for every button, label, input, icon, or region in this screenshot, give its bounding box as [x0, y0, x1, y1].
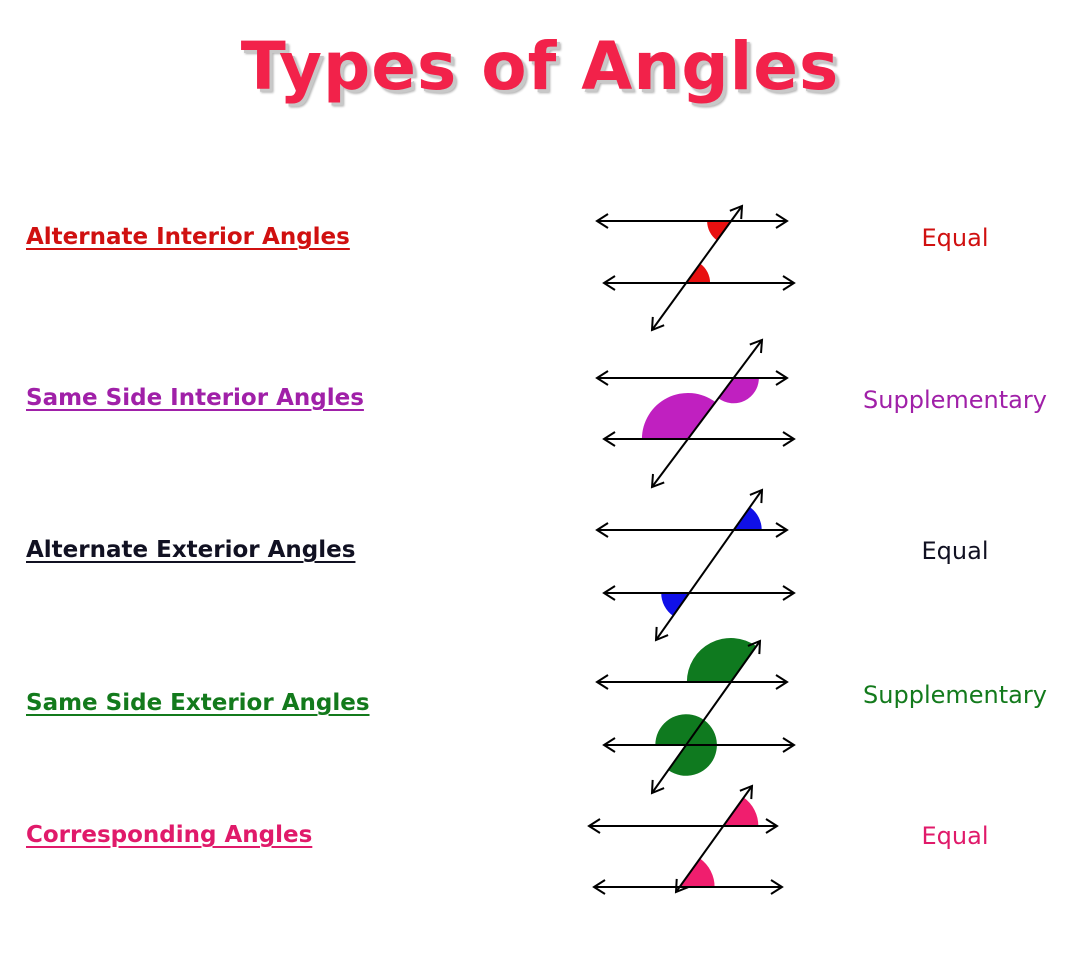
parallel-line-top-arrow-right: [765, 818, 779, 834]
transversal-line: [675, 785, 753, 893]
label-alternate-exterior: Alternate Exterior Angles: [26, 537, 356, 563]
parallel-line-top-arrow-left: [595, 213, 609, 229]
parallel-line-top-arrow-left: [595, 522, 609, 538]
transversal-arrow-up: [749, 338, 764, 354]
parallel-line-bottom-arrow-left: [592, 879, 606, 895]
transversal-arrow-up: [749, 488, 764, 504]
parallel-line-bottom-arrow-left: [602, 585, 616, 601]
transversal-arrow-down: [654, 626, 669, 642]
transversal-arrow-down: [674, 878, 689, 894]
relation-alternate-exterior: Equal: [921, 537, 989, 565]
parallel-line-top-arrow-left: [595, 674, 609, 690]
label-alternate-interior: Alternate Interior Angles: [26, 224, 350, 250]
label-corresponding: Corresponding Angles: [26, 822, 313, 848]
parallel-line-top-arrow-right: [775, 674, 789, 690]
parallel-line-bottom-arrow-right: [782, 585, 796, 601]
transversal-arrow-down: [650, 779, 665, 795]
page-title: Types of Angles: [240, 28, 840, 105]
transversal-line: [651, 339, 763, 488]
parallel-line-top-arrow-right: [775, 370, 789, 386]
angle-marker-top: [686, 638, 757, 682]
parallel-line-top-arrow-left: [595, 370, 609, 386]
parallel-line-bottom-arrow-right: [770, 879, 784, 895]
transversal-line: [651, 640, 761, 794]
transversal-line: [655, 489, 763, 641]
angle-marker-top: [718, 378, 759, 404]
angle-marker-top: [707, 221, 732, 241]
angle-marker-bottom: [679, 858, 715, 887]
parallel-line-bottom-arrow-right: [782, 431, 796, 447]
label-same-side-exterior: Same Side Exterior Angles: [26, 690, 370, 716]
label-same-side-interior: Same Side Interior Angles: [26, 385, 364, 411]
transversal-arrow-down: [650, 473, 665, 489]
parallel-line-bottom-arrow-right: [782, 275, 796, 291]
angle-marker-top: [723, 797, 759, 826]
relation-alternate-interior: Equal: [921, 224, 989, 252]
diagram-corresponding: [587, 784, 784, 895]
angle-marker-top: [733, 507, 762, 530]
transversal-arrow-down: [650, 316, 665, 332]
parallel-line-top-arrow-right: [775, 522, 789, 538]
transversal-arrow-up: [729, 204, 744, 220]
angle-marker-bottom: [661, 593, 690, 616]
diagram-alternate-exterior: [595, 488, 796, 642]
parallel-line-bottom-arrow-left: [602, 737, 616, 753]
diagram-alternate-interior: [595, 204, 796, 332]
relation-same-side-exterior: Supplementary: [863, 681, 1047, 709]
angle-marker-bottom: [686, 263, 711, 283]
parallel-line-top-arrow-left: [587, 818, 601, 834]
parallel-line-top-arrow-right: [775, 213, 789, 229]
transversal-line: [651, 205, 743, 331]
parallel-line-bottom-arrow-right: [782, 737, 796, 753]
parallel-line-bottom-arrow-left: [602, 431, 616, 447]
parallel-line-bottom-arrow-left: [602, 275, 616, 291]
transversal-arrow-up: [739, 784, 754, 800]
diagram-same-side-exterior: [595, 638, 796, 795]
diagram-same-side-interior: [595, 338, 796, 489]
relation-corresponding: Equal: [921, 822, 989, 850]
angle-marker-bottom: [641, 393, 716, 439]
transversal-arrow-up: [747, 639, 762, 655]
relation-same-side-interior: Supplementary: [863, 386, 1047, 414]
